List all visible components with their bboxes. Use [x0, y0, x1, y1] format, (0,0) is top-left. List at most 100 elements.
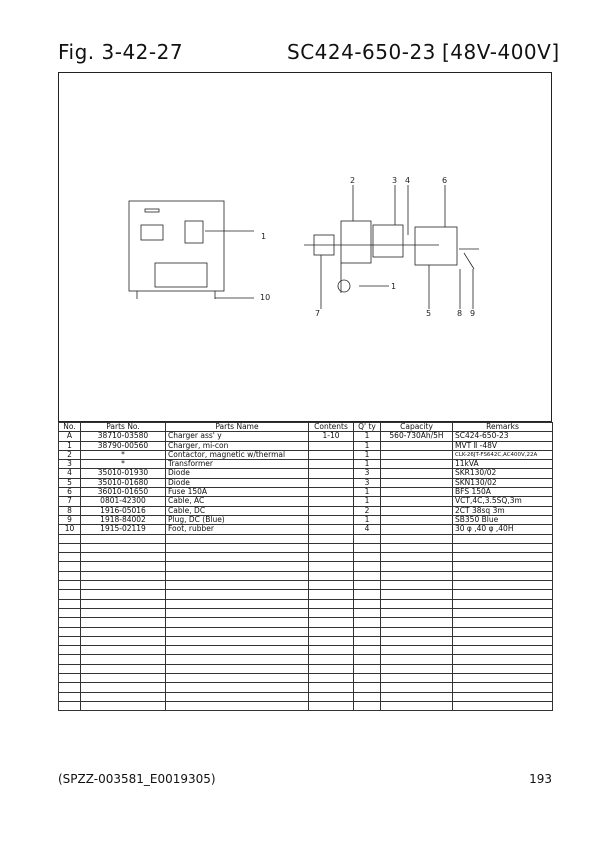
- table-cell: [308, 663, 354, 675]
- table-cell: 1: [353, 496, 381, 507]
- table-cell: [452, 672, 553, 684]
- charger-cabinet: [128, 200, 225, 292]
- table-cell: 1915-02119: [80, 524, 166, 535]
- col-parts-no: Parts No.: [80, 421, 166, 433]
- parts-table: No. Parts No. Parts Name Contents Q' ty …: [58, 421, 553, 712]
- table-cell: [353, 654, 381, 665]
- table-cell: 6: [58, 487, 81, 498]
- table-cell: [165, 672, 309, 684]
- table-cell: [380, 468, 453, 479]
- table-cell: [308, 626, 354, 637]
- table-cell: [165, 663, 309, 675]
- table-cell: [452, 691, 553, 702]
- callout-8: 8: [457, 309, 462, 318]
- callout-6: 6: [442, 176, 447, 185]
- table-row-empty: [58, 542, 553, 554]
- table-cell: [380, 645, 453, 656]
- table-cell: [308, 691, 354, 702]
- table-cell: 1: [353, 514, 381, 526]
- table-cell: [80, 682, 166, 693]
- table-cell: [353, 645, 381, 656]
- table-cell: [380, 635, 453, 647]
- table-cell: CLK-26JT-FS642C,AC400V,22A: [452, 449, 553, 461]
- table-cell: [80, 607, 166, 619]
- table-row-empty: [58, 607, 553, 619]
- table-cell: SKN130/02: [452, 477, 553, 489]
- table-cell: Diode: [165, 468, 309, 479]
- table-cell: 2: [58, 449, 81, 461]
- table-cell: [452, 580, 553, 591]
- table-row-empty: [58, 682, 553, 693]
- table-cell: Contactor, magnetic w/thermal: [165, 449, 309, 461]
- table-cell: [353, 607, 381, 619]
- charger-illustration: 1 10 2 3 4 6 1 7 5 8 9: [128, 176, 479, 318]
- table-cell: [308, 487, 354, 498]
- table-cell: 1-10: [308, 431, 354, 442]
- table-cell: [452, 617, 553, 628]
- table-row-empty: [58, 691, 553, 702]
- callout-9: 9: [470, 309, 475, 318]
- table-cell: [80, 570, 166, 582]
- table-cell: [58, 691, 81, 702]
- table-cell: [58, 682, 81, 693]
- table-cell: [58, 589, 81, 600]
- voltage-range: [48V-400V]: [442, 40, 560, 64]
- table-cell: [308, 533, 354, 544]
- table-cell: 1: [58, 440, 81, 451]
- table-row-empty: [58, 598, 553, 609]
- table-cell: [80, 598, 166, 609]
- table-cell: BFS 150A: [452, 487, 553, 498]
- table-cell: [308, 449, 354, 461]
- table-cell: [165, 691, 309, 702]
- table-cell: [308, 552, 354, 563]
- table-cell: 0801-42300: [80, 496, 166, 507]
- table-cell: 9: [58, 514, 81, 526]
- table-cell: [380, 505, 453, 516]
- table-cell: Cable, DC: [165, 505, 309, 516]
- table-cell: [80, 533, 166, 544]
- table-cell: [165, 561, 309, 572]
- table-cell: [58, 607, 81, 619]
- table-cell: [165, 533, 309, 544]
- table-row-empty: [58, 663, 553, 675]
- table-cell: [308, 617, 354, 628]
- table-cell: [452, 607, 553, 619]
- table-cell: [165, 635, 309, 647]
- table-cell: Diode: [165, 477, 309, 489]
- table-cell: [58, 598, 81, 609]
- table-cell: 4: [58, 468, 81, 479]
- table-cell: [380, 459, 453, 470]
- table-cell: [353, 598, 381, 609]
- table-cell: 38710-03580: [80, 431, 166, 442]
- table-cell: [380, 607, 453, 619]
- table-cell: 11kVA: [452, 459, 553, 470]
- table-cell: Foot, rubber: [165, 524, 309, 535]
- table-cell: [308, 682, 354, 693]
- table-cell: [380, 477, 453, 489]
- table-cell: [308, 645, 354, 656]
- table-row-empty: [58, 700, 553, 712]
- table-cell: [452, 533, 553, 544]
- table-cell: [308, 635, 354, 647]
- table-cell: [452, 598, 553, 609]
- table-cell: [452, 626, 553, 637]
- table-cell: 1918-84002: [80, 514, 166, 526]
- table-cell: [58, 580, 81, 591]
- table-cell: [353, 700, 381, 712]
- table-cell: [380, 691, 453, 702]
- table-cell: [380, 440, 453, 451]
- table-cell: [353, 542, 381, 554]
- table-cell: 2CT 38sq 3m: [452, 505, 553, 516]
- table-cell: [80, 691, 166, 702]
- table-cell: 1916-05016: [80, 505, 166, 516]
- table-cell: 1: [353, 449, 381, 461]
- table-cell: [353, 580, 381, 591]
- table-cell: [308, 505, 354, 516]
- table-cell: 30 φ ,40 φ ,40H: [452, 524, 553, 535]
